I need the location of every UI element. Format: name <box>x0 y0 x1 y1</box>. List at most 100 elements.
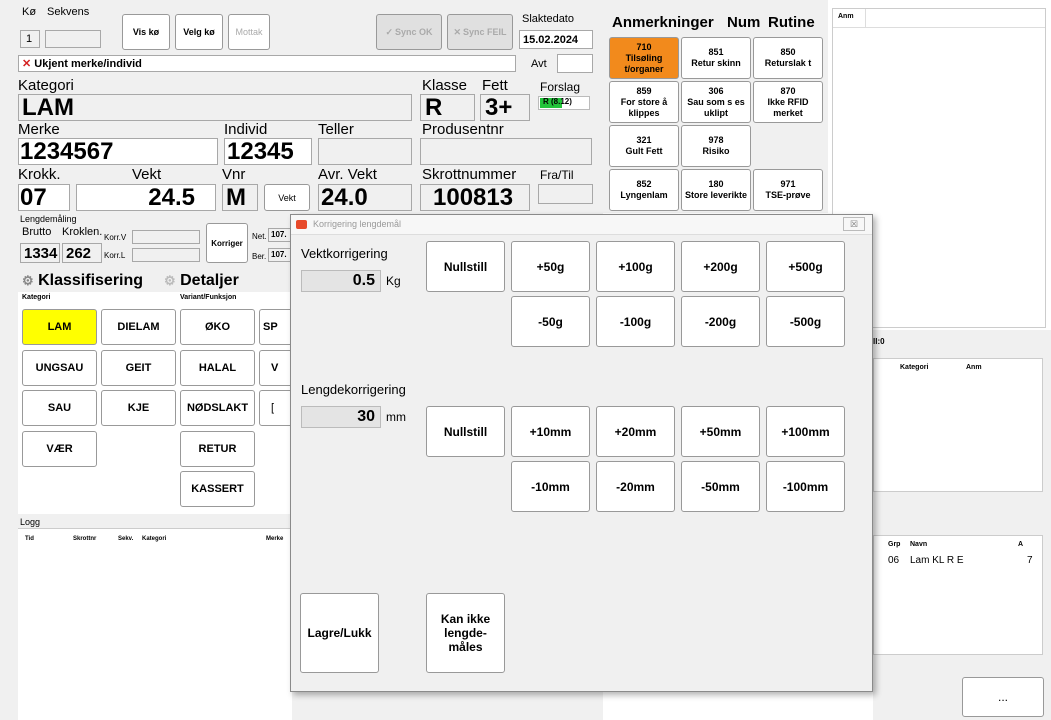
grp-col-a: A <box>1018 541 1024 548</box>
tab-num[interactable]: Num <box>727 14 761 31</box>
grp-cell: 06 <box>888 555 900 566</box>
anm-code: 870 <box>780 85 796 96</box>
lengde-minus-50-button[interactable]: -50mm <box>681 461 760 512</box>
velg-ko-button[interactable]: Velg kø <box>175 14 223 50</box>
lengde-plus-10-button[interactable]: +10mm <box>511 406 590 457</box>
lengde-minus-100-button[interactable]: -100mm <box>766 461 845 512</box>
ko-field[interactable]: 1 <box>20 30 40 48</box>
more-button[interactable]: ... <box>962 677 1044 717</box>
close-icon[interactable]: ☒ <box>843 217 865 231</box>
anm-code: 321 <box>636 135 652 145</box>
kat-button-lam[interactable]: LAM <box>22 309 97 345</box>
vekt-button[interactable]: Vekt <box>264 184 310 211</box>
avt-field[interactable] <box>557 54 593 73</box>
warning-text: Ukjent merke/individ <box>34 58 142 70</box>
kat-button-dielam[interactable]: DIELAM <box>101 309 176 345</box>
anm-label: TSE-prøve <box>765 190 811 200</box>
anm-label: Returslak t <box>764 58 812 68</box>
vekt-field[interactable]: 24.5 <box>76 184 216 211</box>
individ-field[interactable]: 12345 <box>224 138 312 165</box>
forslag-label: Forslag <box>540 80 581 94</box>
kroklen-label: Kroklen. <box>62 226 103 238</box>
kategori-sub-label: Kategori <box>22 294 51 301</box>
mottak-button[interactable]: Mottak <box>228 14 270 50</box>
vekt-minus-500-button[interactable]: -500g <box>766 296 845 347</box>
a-cell: 7 <box>1027 555 1033 566</box>
sekvens-field[interactable] <box>45 30 101 48</box>
vis-ko-button[interactable]: Vis kø <box>122 14 170 50</box>
var-button-nodslakt[interactable]: NØDSLAKT <box>180 390 255 426</box>
lagre-lukk-button[interactable]: Lagre/Lukk <box>300 593 379 673</box>
korriger-button[interactable]: Korriger <box>206 223 248 263</box>
anm-label: Tilsøling t/organer <box>624 52 664 74</box>
fratil-field <box>538 184 593 204</box>
vekt-plus-500-button[interactable]: +500g <box>766 241 845 292</box>
kat-button-geit[interactable]: GEIT <box>101 350 176 386</box>
kat-button-vaer[interactable]: VÆR <box>22 431 97 467</box>
navn-cell: Lam KL R E <box>910 555 964 566</box>
vekt-plus-200-button[interactable]: +200g <box>681 241 760 292</box>
kat-button-kje[interactable]: KJE <box>101 390 176 426</box>
vekt-minus-200-button[interactable]: -200g <box>681 296 760 347</box>
grp-col-navn: Navn <box>910 541 928 548</box>
logg-table: Tid Skrottnr Sekv. Kategori Merke <box>18 528 292 720</box>
merke-field[interactable]: 1234567 <box>18 138 218 165</box>
kat-button-ungsau[interactable]: UNGSAU <box>22 350 97 386</box>
skrott-field: 100813 <box>420 184 530 211</box>
vekt-minus-50-button[interactable]: -50g <box>511 296 590 347</box>
anm-label: Retur skinn <box>691 58 741 68</box>
lengde-korr-label: Lengdekorrigering <box>301 382 406 397</box>
sync-ok-button[interactable]: ✓Sync OK <box>376 14 442 50</box>
kat-button-sau[interactable]: SAU <box>22 390 97 426</box>
avr-vekt-field: 24.0 <box>318 184 412 211</box>
var-button-retur[interactable]: RETUR <box>180 431 255 467</box>
lengde-plus-100-button[interactable]: +100mm <box>766 406 845 457</box>
kat-col-anm: Anm <box>966 364 982 371</box>
lengde-minus-10-button[interactable]: -10mm <box>511 461 590 512</box>
tab-anmerkninger[interactable]: Anmerkninger <box>612 14 714 31</box>
tab-rutine[interactable]: Rutine <box>768 14 815 31</box>
korr-l-label: Korr.L <box>104 251 126 260</box>
logg-col-sekv: Sekv. <box>118 536 134 542</box>
tab-klassifisering[interactable]: ⚙ Klassifisering <box>22 272 143 290</box>
var-button-halal[interactable]: HALAL <box>180 350 255 386</box>
vekt-value: 24.5 <box>148 184 195 211</box>
sync-feil-button[interactable]: ✕Sync FEIL <box>447 14 513 50</box>
lengde-plus-50-button[interactable]: +50mm <box>681 406 760 457</box>
vekt-plus-50-button[interactable]: +50g <box>511 241 590 292</box>
anm-code: 851 <box>708 47 724 57</box>
var-button-kassert[interactable]: KASSERT <box>180 471 255 507</box>
grp-col-grp: Grp <box>888 541 901 548</box>
vekt-minus-100-button[interactable]: -100g <box>596 296 675 347</box>
slaktedato-field[interactable]: 15.02.2024 <box>519 30 593 49</box>
lengde-plus-20-button[interactable]: +20mm <box>596 406 675 457</box>
logg-col-skrottnr: Skrottnr <box>73 536 97 542</box>
kan-ikke-lengdemales-button[interactable]: Kan ikke lengde-måles <box>426 593 505 673</box>
col-divider <box>865 9 866 27</box>
kategori-table: Kategori Anm <box>873 358 1043 492</box>
var-button-oko[interactable]: ØKO <box>180 309 255 345</box>
krokk-field[interactable]: 07 <box>18 184 70 211</box>
lengde-minus-20-button[interactable]: -20mm <box>596 461 675 512</box>
logg-col-merke: Merke <box>266 536 284 542</box>
vekt-plus-100-button[interactable]: +100g <box>596 241 675 292</box>
vekt-nullstill-button[interactable]: Nullstill <box>426 241 505 292</box>
anm-code: 859 <box>636 85 652 96</box>
vekt-korr-value: 0.5 <box>301 270 381 292</box>
krokk-value: 07 <box>20 184 47 211</box>
lengde-nullstill-button[interactable]: Nullstill <box>426 406 505 457</box>
dialog-titlebar: Korrigering lengdemål ☒ <box>291 215 872 235</box>
korrigering-dialog: Korrigering lengdemål ☒ Vektkorrigering … <box>290 214 873 692</box>
tab-detaljer[interactable]: ⚙ Detaljer <box>164 272 239 290</box>
